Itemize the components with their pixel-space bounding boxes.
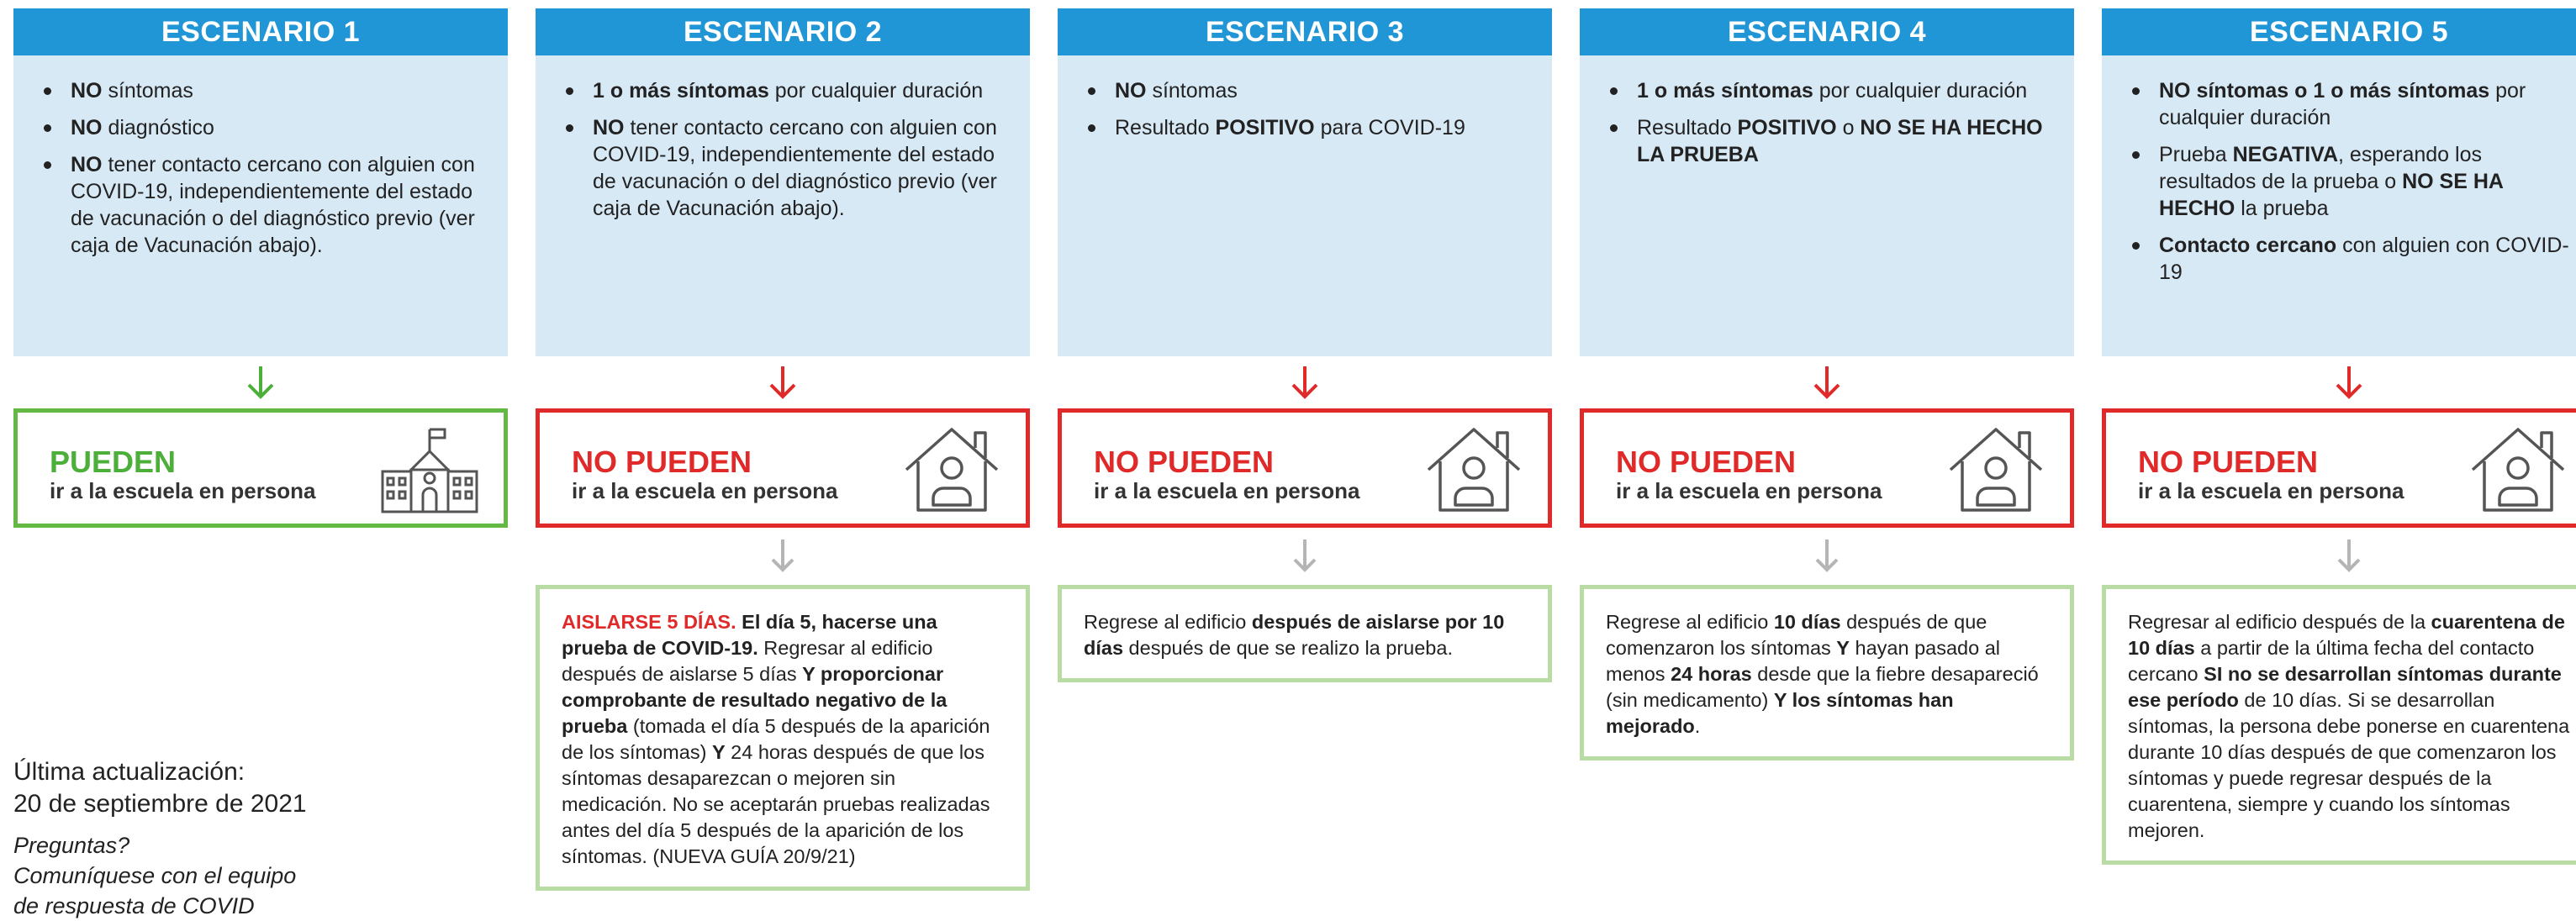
scenario-1: ESCENARIO 1 NO síntomas NO diagnóstico NO t…	[13, 8, 508, 528]
status-label: NO PUEDEN	[1616, 445, 1797, 479]
arrow-down-icon	[244, 365, 277, 406]
house-person-icon	[1423, 423, 1524, 519]
house-person-icon	[901, 423, 1002, 519]
house-person-icon	[1945, 423, 2046, 519]
status-description: ir a la escuela en persona	[1616, 478, 1882, 503]
status-description: ir a la escuela en persona	[572, 478, 838, 503]
return-instructions: Regrese al edificio 10 días después de q…	[1580, 585, 2074, 760]
contact-line-2: de respuesta de COVID	[13, 893, 255, 918]
scenario-title: ESCENARIO 2	[536, 8, 1030, 55]
condition-item: 1 o más síntomas por cualquier duración	[1603, 77, 2054, 104]
arrow-down-icon	[768, 538, 798, 579]
scenario-5: ESCENARIO 5 NO síntomas o 1 o más síntoma…	[2102, 8, 2576, 865]
condition-item: Resultado POSITIVO para COVID-19	[1081, 114, 1532, 141]
scenario-title: ESCENARIO 4	[1580, 8, 2074, 55]
condition-item: NO tener contacto cercano con alguien co…	[37, 151, 488, 259]
footer: Última actualización: 20 de septiembre d…	[13, 756, 350, 921]
condition-item: Contacto cercano con alguien con COVID-1…	[2125, 232, 2576, 286]
house-person-icon	[2468, 423, 2568, 519]
condition-item: Resultado POSITIVO o NO SE HA HECHO LA P…	[1603, 114, 2054, 168]
scenario-title: ESCENARIO 3	[1058, 8, 1552, 55]
status-label: NO PUEDEN	[2138, 445, 2319, 479]
status-label: NO PUEDEN	[572, 445, 752, 479]
status-label: NO PUEDEN	[1094, 445, 1275, 479]
arrow-down-icon	[1288, 365, 1322, 406]
return-instructions: Regrese al edificio después de aislarse …	[1058, 585, 1552, 682]
condition-item: NO diagnóstico	[37, 114, 488, 141]
scenario-title: ESCENARIO 1	[13, 8, 508, 55]
condition-item: Prueba NEGATIVA, esperando los resultado…	[2125, 141, 2576, 222]
arrow-down-icon	[1810, 365, 1844, 406]
scenario-conditions: NO síntomas NO diagnóstico NO tener contac…	[13, 55, 508, 356]
school-icon	[379, 423, 480, 519]
arrow-down-icon	[2334, 538, 2364, 579]
return-instructions: Regresar al edificio después de la cuare…	[2102, 585, 2576, 865]
status-description: ir a la escuela en persona	[50, 478, 316, 503]
status-description: ir a la escuela en persona	[1094, 478, 1360, 503]
condition-item: NO tener contacto cercano con alguien co…	[559, 114, 1010, 222]
return-instructions: AISLARSE 5 DÍAS. El día 5, hacerse una p…	[536, 585, 1030, 891]
arrow-down-icon	[766, 365, 800, 406]
condition-item: 1 o más síntomas por cualquier duración	[559, 77, 1010, 104]
status-description: ir a la escuela en persona	[2138, 478, 2404, 503]
arrow-down-icon	[1812, 538, 1842, 579]
last-updated-date: 20 de septiembre de 2021	[13, 790, 307, 818]
scenario-conditions: NO síntomas o 1 o más síntomas por cualq…	[2102, 55, 2576, 356]
questions-label: Preguntas?	[13, 833, 130, 858]
condition-item: NO síntomas o 1 o más síntomas por cualq…	[2125, 77, 2576, 131]
status-label: PUEDEN	[50, 445, 177, 479]
condition-item: NO síntomas	[1081, 77, 1532, 104]
arrow-down-icon	[1290, 538, 1320, 579]
scenario-title: ESCENARIO 5	[2102, 8, 2576, 55]
condition-item: NO síntomas	[37, 77, 488, 104]
last-updated-label: Última actualización:	[13, 758, 245, 786]
contact-line-1: Comuníquese con el equipo	[13, 863, 297, 888]
arrow-down-icon	[2332, 365, 2366, 406]
